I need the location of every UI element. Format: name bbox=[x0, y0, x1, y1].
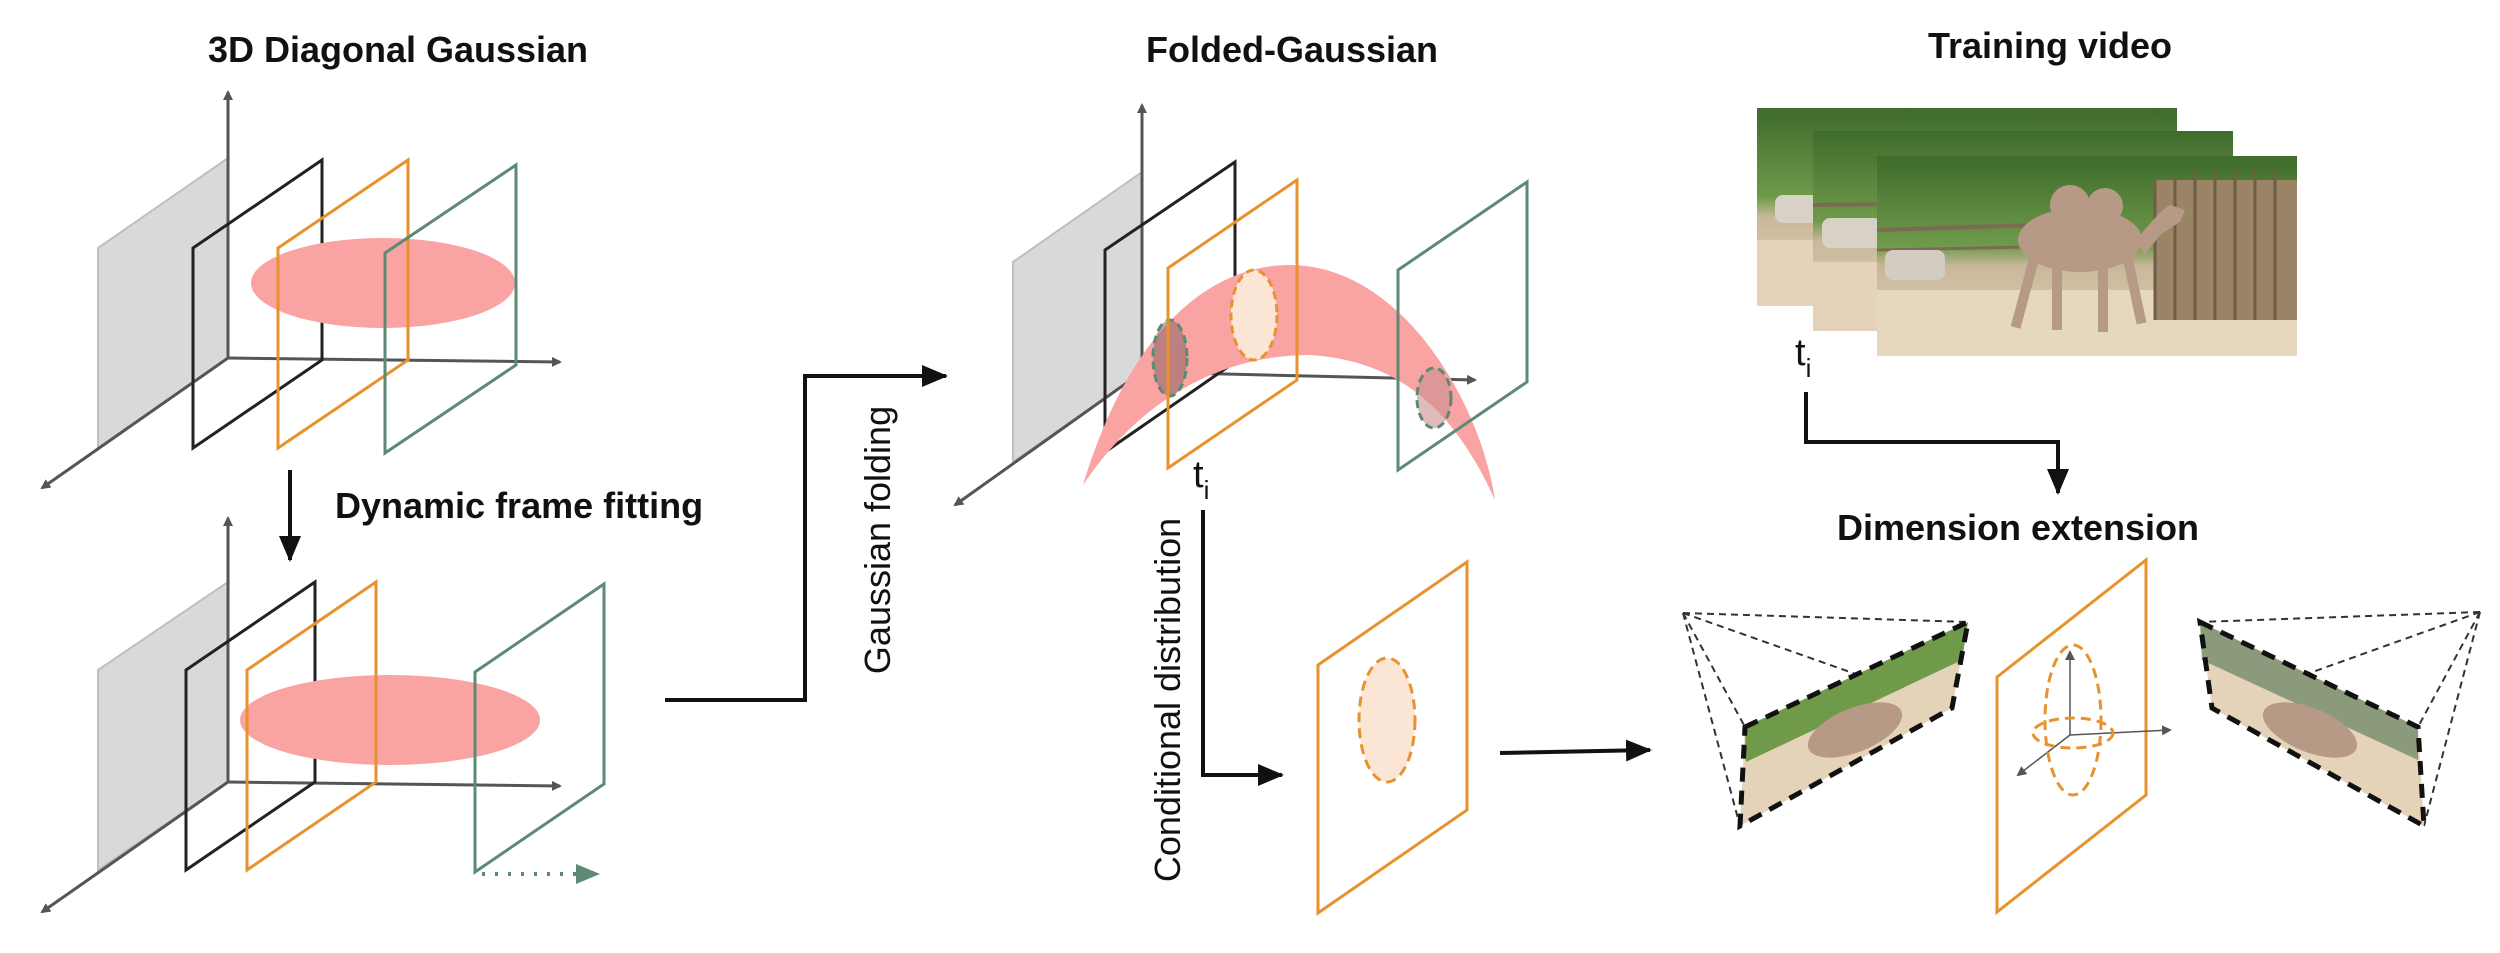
orange-frame bbox=[1995, 556, 2148, 916]
axis-x bbox=[227, 356, 562, 367]
time-label-video: ti bbox=[1795, 332, 1811, 383]
video-to-extension-arrow bbox=[1804, 392, 2069, 495]
orange-frame bbox=[245, 579, 378, 873]
conditional-ellipse bbox=[1357, 656, 1417, 784]
conditional-arrow bbox=[1201, 510, 1284, 786]
gaussian-folding-arrow bbox=[665, 365, 948, 702]
axis-z bbox=[953, 370, 1143, 507]
extension-ellipse-horizontal bbox=[2031, 716, 2115, 750]
title-dimension-extension: Dimension extension bbox=[1837, 507, 2199, 548]
green-frame bbox=[383, 162, 518, 456]
slice-ellipse-right bbox=[1415, 366, 1453, 430]
diagonal-gaussian-bottom bbox=[40, 516, 606, 914]
title-3d-diagonal-gaussian: 3D Diagonal Gaussian bbox=[208, 29, 588, 70]
dimension-extension bbox=[1682, 556, 2481, 916]
folded-gaussian bbox=[953, 103, 1529, 507]
label-conditional-distribution: Conditional distribution bbox=[1147, 518, 1188, 882]
orange-frame bbox=[1316, 559, 1469, 916]
title-folded-gaussian: Folded-Gaussian bbox=[1146, 29, 1438, 70]
axis-z bbox=[40, 356, 229, 490]
extension-ellipse-vertical bbox=[2043, 643, 2103, 797]
slice-ellipse-left bbox=[1151, 318, 1189, 398]
camel-figure bbox=[2010, 185, 2185, 332]
conditional-slice bbox=[1316, 559, 1469, 916]
right-view bbox=[2196, 611, 2481, 831]
green-frame bbox=[473, 581, 606, 875]
video-frame-front bbox=[1876, 156, 2297, 356]
title-training-video: Training video bbox=[1928, 25, 2172, 66]
axis-z bbox=[40, 780, 229, 914]
diagonal-gaussian-top bbox=[40, 90, 562, 490]
orange-frame bbox=[1166, 177, 1299, 471]
time-label-folded: ti bbox=[1193, 454, 1209, 505]
black-frame bbox=[184, 579, 317, 873]
axis-x bbox=[227, 780, 562, 791]
orange-frame bbox=[276, 157, 410, 451]
gaussian-ellipse bbox=[240, 675, 540, 765]
folded-gaussian-band bbox=[1083, 265, 1495, 500]
slice-ellipse-center bbox=[1229, 268, 1279, 362]
training-video-frames bbox=[1757, 108, 2297, 356]
label-dynamic-frame-fitting: Dynamic frame fitting bbox=[335, 485, 703, 526]
left-view bbox=[1682, 612, 1972, 831]
green-frame bbox=[1396, 179, 1529, 473]
label-gaussian-folding: Gaussian folding bbox=[857, 406, 898, 674]
gaussian-ellipse bbox=[251, 238, 515, 328]
black-frame bbox=[191, 157, 324, 451]
extension-arrow bbox=[1499, 739, 1652, 762]
center-slice bbox=[1995, 556, 2172, 916]
